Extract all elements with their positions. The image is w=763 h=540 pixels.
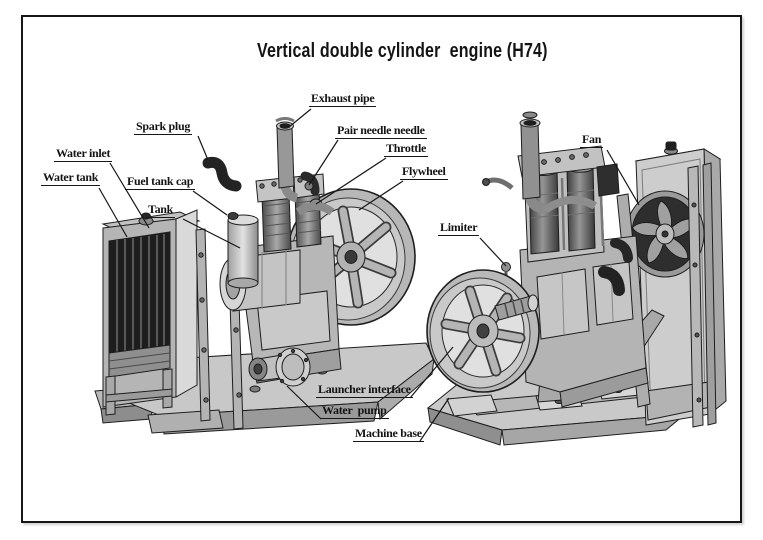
exhaust-pipe-leader (288, 108, 312, 128)
label-fuel-tank-cap: Fuel tank cap (125, 174, 196, 190)
label-pair-needle-needle: Pair needle needle (335, 123, 427, 139)
launcher-interface-leader (409, 346, 454, 399)
label-throttle: Throttle (384, 141, 429, 157)
page-title: Vertical double cylinder engine (H74) (257, 40, 548, 62)
flywheel-leader (358, 180, 404, 211)
right-manifold-and-lever (482, 177, 633, 296)
callout-leader-lines (98, 108, 640, 442)
right-flywheel (426, 269, 540, 393)
left-water-tank-radiator (101, 209, 201, 416)
water-inlet-leader (109, 162, 150, 229)
fuel-tank-cap-part (227, 212, 239, 220)
water-pump-leader (286, 385, 322, 420)
left-exhaust-pipe (275, 117, 299, 203)
left-water-pump (248, 347, 311, 387)
throttle-leader (315, 157, 387, 205)
label-water-pump: Water pump (320, 403, 389, 419)
left-spark-plug-caps (202, 157, 320, 196)
label-fan: Fan (580, 132, 604, 148)
fan-leader (606, 149, 640, 206)
label-spark-plug: Spark plug (134, 119, 193, 135)
fan (625, 190, 705, 278)
spark-plug-leader (197, 135, 209, 161)
right-exhaust-pipe (519, 111, 546, 214)
machine-base-leader (419, 397, 450, 442)
water-tank-leader (98, 187, 128, 238)
tank-leader (182, 218, 241, 249)
label-tank: Tank (146, 202, 176, 218)
right-engine-view (426, 111, 727, 446)
limiter-leader (479, 237, 507, 267)
left-fuel-tank (227, 212, 259, 289)
label-flywheel: Flywheel (400, 164, 448, 180)
label-launcher-interface: Launcher interface (316, 382, 413, 398)
label-exhaust-pipe: Exhaust pipe (309, 91, 377, 107)
label-water-tank: Water tank (41, 170, 101, 186)
launcher-interface-pulley (494, 294, 539, 321)
pair-needle-leader (308, 139, 339, 186)
label-limiter: Limiter (438, 220, 480, 236)
label-machine-base: Machine base (353, 426, 424, 442)
right-fan-radiator (625, 141, 727, 428)
fuel-tank-cap-leader (192, 190, 228, 216)
label-water-inlet: Water inlet (54, 146, 113, 162)
